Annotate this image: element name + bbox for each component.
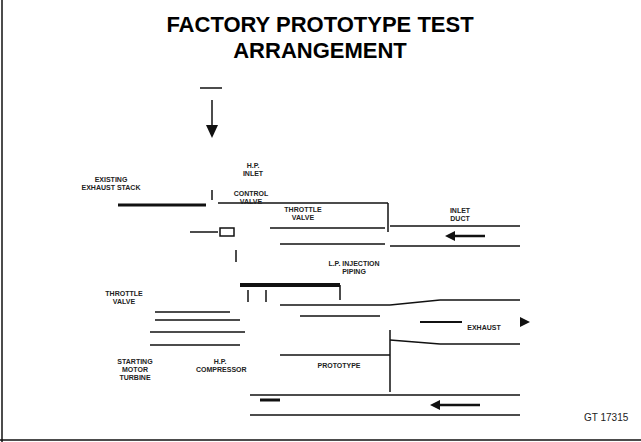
part-label: H.P. INLET: [236, 162, 270, 178]
part-label: THROTTLE VALVE: [104, 290, 144, 306]
part-label: CONTROL VALVE: [228, 190, 274, 206]
slide-title: FACTORY PROTOTYPE TEST ARRANGEMENT: [120, 12, 520, 64]
part-label: EXHAUST: [464, 324, 504, 332]
figure-number: GT 17315: [584, 414, 636, 422]
part-label: EXISTING EXHAUST STACK: [80, 176, 142, 192]
part-label: THROTTLE VALVE: [280, 206, 326, 222]
part-label: L.P. INJECTION PIPING: [328, 260, 380, 276]
part-label: INLET DUCT: [440, 207, 480, 223]
part-label: STARTING MOTOR TURBINE: [110, 358, 160, 382]
part-label: PROTOTYPE: [314, 362, 364, 370]
part-label: H.P. COMPRESSOR: [196, 358, 244, 374]
